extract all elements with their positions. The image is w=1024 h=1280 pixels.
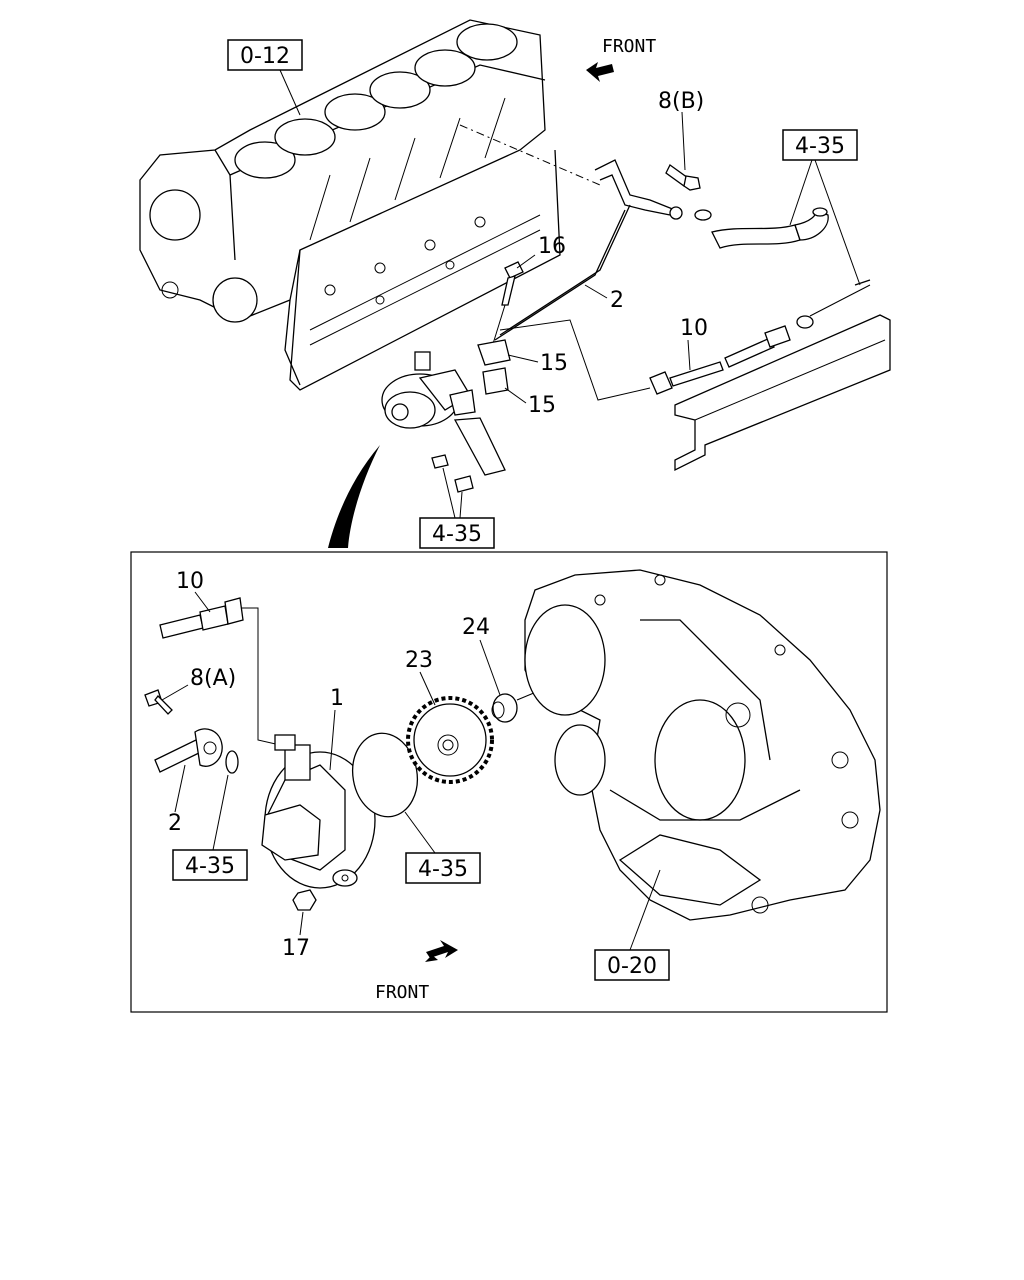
callout-17: 17: [282, 936, 310, 961]
callout-8a: 8(A): [190, 666, 236, 691]
hose-10-lower: [159, 597, 244, 639]
oil-pipe-upper: [494, 159, 683, 341]
callout-23: 23: [405, 648, 433, 673]
detail-arrow: [328, 445, 380, 548]
drive-gear-23: [406, 696, 494, 784]
pump-bolts-ref-text: 4-35: [432, 522, 482, 547]
bolt-16: [501, 261, 524, 306]
bolt-8a: [144, 689, 173, 715]
oring-ref-box[interactable]: 4-35: [405, 852, 481, 884]
callout-2-lower: 2: [168, 811, 182, 836]
housing-ref-text: 0-20: [607, 954, 657, 979]
front-arrow-lower: FRONT: [375, 940, 458, 1003]
detail-frame: [130, 551, 888, 1013]
front-label-lower: FRONT: [375, 982, 429, 1003]
callout-8b: 8(B): [658, 89, 704, 114]
nut-24: [491, 693, 518, 723]
clip-15-upper: [477, 339, 511, 395]
flywheel-housing: [524, 569, 881, 921]
gasket-ref-text: 4-35: [185, 854, 235, 879]
callout-15b: 15: [528, 393, 556, 418]
block-ref-box[interactable]: 0-12: [227, 39, 303, 71]
o-ring: [352, 732, 418, 818]
callout-2-upper: 2: [610, 288, 624, 313]
frame-rail: [674, 314, 891, 472]
callout-16: 16: [538, 234, 566, 259]
gasket: [225, 750, 239, 774]
oil-pipe-lower: [154, 728, 223, 773]
front-label-upper: FRONT: [602, 36, 656, 57]
callout-15a: 15: [540, 351, 568, 376]
hose-assembly: [694, 207, 871, 286]
vacuum-pump-lower: [261, 734, 376, 889]
vacuum-pump-upper: [381, 351, 476, 429]
front-arrow-upper: FRONT: [586, 36, 656, 82]
callout-24: 24: [462, 615, 490, 640]
hose-ref-text: 4-35: [795, 134, 845, 159]
gasket-ref-box[interactable]: 4-35: [172, 849, 248, 881]
oring-ref-text: 4-35: [418, 857, 468, 882]
block-ref-text: 0-12: [240, 44, 290, 69]
housing-ref-box[interactable]: 0-20: [594, 949, 670, 981]
hose-10-upper: [649, 315, 814, 395]
bolt-8b: [665, 164, 701, 191]
hose-ref-box[interactable]: 4-35: [782, 129, 858, 161]
cylinder-block: [139, 19, 561, 391]
callout-10-lower: 10: [176, 569, 204, 594]
callout-1: 1: [330, 686, 344, 711]
pump-bolts-ref-box[interactable]: 4-35: [419, 517, 495, 549]
pump-bracket: [431, 417, 506, 493]
callout-10-upper: 10: [680, 316, 708, 341]
nut-17: [292, 889, 317, 911]
